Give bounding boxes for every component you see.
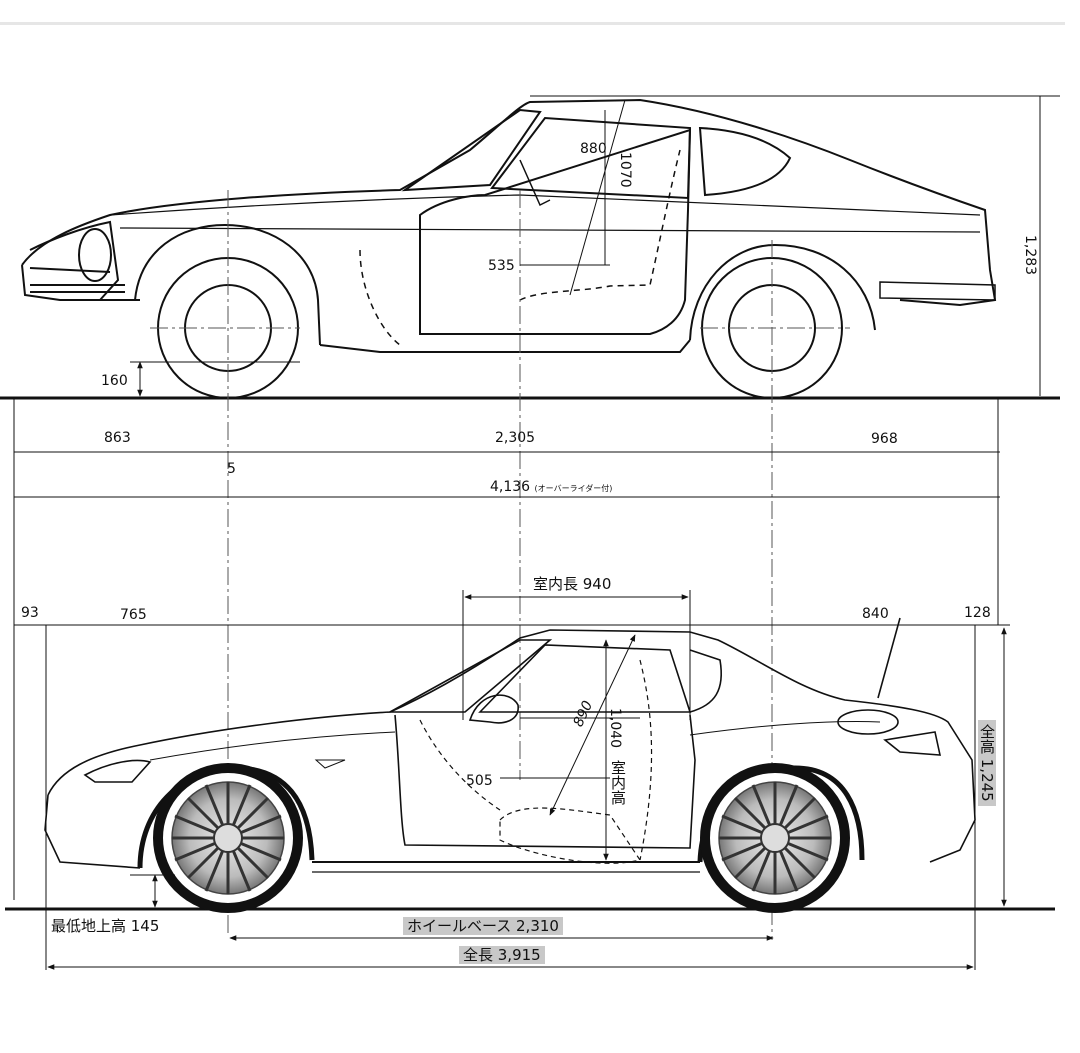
bottom-dim-rear-overhang: 840 bbox=[862, 606, 889, 622]
top-door bbox=[419, 128, 692, 335]
bottom-dimension-lines bbox=[14, 590, 1010, 970]
bottom-dim-front-overhang: 765 bbox=[120, 607, 147, 623]
bottom-rear-wheel bbox=[700, 763, 850, 913]
bottom-dim-right-offset: 128 bbox=[964, 605, 991, 621]
classic-coupe-drawing bbox=[0, 98, 1060, 400]
bottom-dim-left-offset: 93 bbox=[21, 605, 39, 621]
top-dim-overall-length: 4,136 (オーバーライダー付) bbox=[490, 479, 612, 497]
top-dim-seat-height: 535 bbox=[488, 258, 515, 274]
bottom-cabin-height-label: 室内高 bbox=[609, 760, 627, 805]
bottom-dim-seat-height: 505 bbox=[466, 773, 493, 789]
bottom-dim-overall-length: 全長 3,915 bbox=[459, 946, 545, 964]
bottom-dim-overall-height: 全高 1,245 bbox=[978, 720, 996, 806]
top-overall-length-value: 4,136 bbox=[490, 479, 531, 495]
bottom-body-outline bbox=[47, 629, 976, 863]
bottom-front-wheel bbox=[153, 763, 303, 913]
top-dim-front-overhang: 863 bbox=[104, 430, 131, 446]
top-border bbox=[0, 22, 1065, 25]
top-dim-headroom: 1070 bbox=[617, 152, 633, 188]
bottom-dim-wheelbase: ホイールベース 2,310 bbox=[403, 917, 563, 935]
top-dim-rear-overhang: 968 bbox=[871, 431, 898, 447]
top-dim-stray-mark: 5 bbox=[227, 461, 236, 477]
top-dim-seat-diagonal: 880 bbox=[580, 141, 607, 157]
top-dim-overall-height: 1,283 bbox=[1022, 235, 1038, 276]
bottom-dim-cabin-height: 1,040 bbox=[607, 708, 623, 749]
bottom-dim-cabin-length: 室内長 940 bbox=[533, 575, 612, 593]
top-dim-wheelbase: 2,305 bbox=[495, 430, 536, 446]
top-dimension-lines bbox=[13, 95, 1060, 900]
bottom-door bbox=[394, 714, 696, 849]
top-overall-length-note: (オーバーライダー付) bbox=[534, 484, 613, 493]
top-centre-lines bbox=[150, 190, 850, 940]
bottom-dim-ground-clearance: 最低地上高 145 bbox=[51, 917, 160, 935]
top-dim-ground-clearance: 160 bbox=[101, 373, 128, 389]
